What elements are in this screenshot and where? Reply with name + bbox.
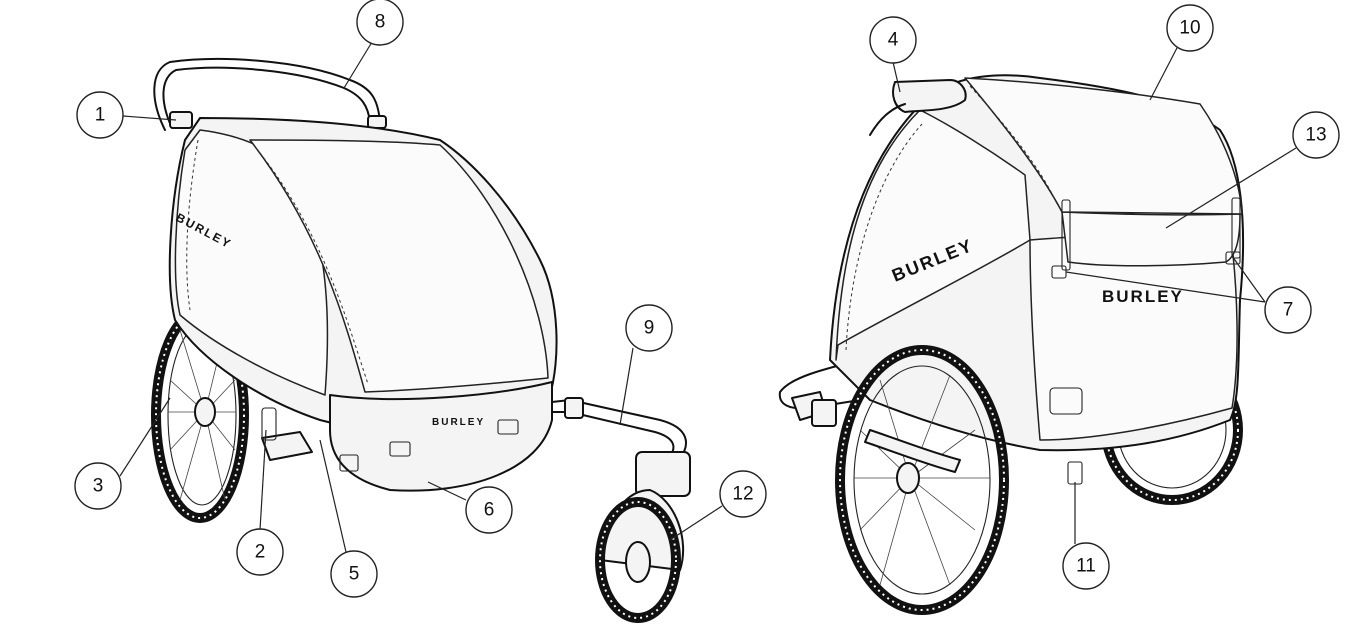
callout-1: 1 [76,91,124,139]
stroller-arm [551,397,687,459]
parking-brake-lever [261,407,313,461]
callout-4: 4 [869,16,917,64]
callout-3: 3 [74,462,122,510]
svg-text:13: 13 [1305,125,1326,146]
stroller-wheel [595,451,691,623]
svg-text:11: 11 [1076,556,1096,577]
rear-logo: BURLEY [1102,287,1184,306]
rear-reflector [1049,387,1083,415]
svg-text:10: 10 [1179,18,1200,39]
reflector-left [389,441,411,457]
trailer-rear-view: BURLEY BURLEY [778,74,1245,615]
handlebar-grip [892,79,967,113]
trailer-body-left: BURLEY BURLEY [168,117,558,492]
handlebar [153,58,387,131]
callout-5: 5 [330,550,378,598]
callout-9: 9 [625,304,673,352]
callout-2: 2 [236,528,284,576]
svg-text:2: 2 [255,542,266,563]
bottom-hitch-tab [1067,461,1083,485]
trailer-front-view: BURLEY BURLEY [151,58,691,623]
callout-12: 12 [719,470,767,518]
callout-markers: 1 2 3 4 5 6 7 8 9 10 11 12 13 [74,0,1340,598]
svg-text:8: 8 [375,12,386,33]
tow-arm [778,359,861,427]
swivel-lock [635,451,691,497]
svg-text:6: 6 [484,500,495,521]
svg-text:5: 5 [349,564,360,585]
svg-text:12: 12 [732,484,753,505]
storage-pocket [1061,211,1241,267]
callout-7: 7 [1264,286,1312,334]
wheel-hub [194,397,216,427]
svg-text:7: 7 [1283,300,1294,321]
callout-11: 11 [1062,542,1110,590]
callout-8: 8 [356,0,404,46]
svg-text:1: 1 [95,105,106,126]
reflector-right [497,419,519,435]
front-logo: BURLEY [432,417,485,428]
trailer-body-rear: BURLEY BURLEY [829,74,1245,485]
rear-near-wheel [835,345,1009,615]
svg-text:9: 9 [644,318,655,339]
callout-6: 6 [465,486,513,534]
svg-text:4: 4 [888,30,899,51]
suspension [864,429,961,473]
bumper-bar [329,381,553,492]
svg-text:3: 3 [93,476,104,497]
callout-13: 13 [1292,111,1340,159]
leader-lines [119,41,1297,553]
callout-10: 10 [1166,4,1214,52]
strap-right [1231,197,1241,259]
